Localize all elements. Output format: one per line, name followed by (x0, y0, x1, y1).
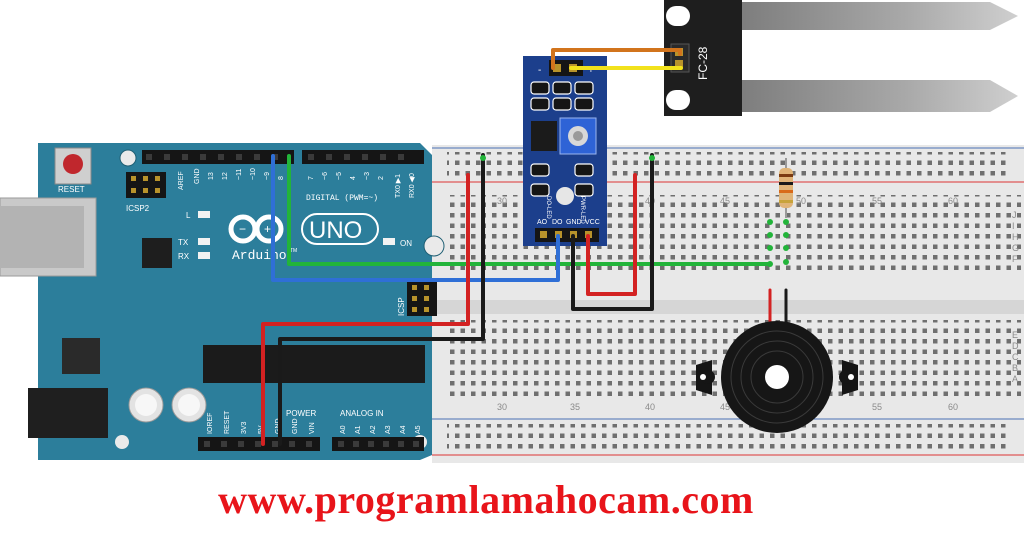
analog-in-label: ANALOG IN (340, 409, 384, 418)
reset-label: RESET (58, 185, 85, 194)
col-number: 30 (497, 402, 507, 412)
pin-label: ~3 (364, 172, 371, 180)
atmega-chip (203, 345, 425, 383)
comparator-chip (531, 121, 557, 151)
pwr-led (556, 187, 574, 205)
soil-moisture-probe: FC-28 (664, 0, 1018, 116)
pin-label: AREF (178, 171, 185, 190)
dc-power-jack (28, 388, 108, 438)
led-l-label: L (186, 211, 191, 220)
icsp2-label: ICSP2 (126, 204, 150, 213)
piezo-buzzer (696, 321, 858, 433)
module-pin-label: GND (566, 219, 582, 226)
row-letter: J (1012, 210, 1017, 220)
wires (261, 48, 789, 446)
wire-blue (271, 154, 560, 282)
svg-text:−: − (239, 222, 246, 236)
pin-label: 13 (208, 172, 215, 180)
svg-text:+: + (264, 222, 271, 236)
breadboard: 30 35 40 45 50 55 60 30 35 40 45 50 55 6… (432, 145, 1024, 463)
row-letter: C (1012, 352, 1019, 362)
wire-red-module-vcc (586, 173, 637, 296)
pin-label: A2 (370, 425, 377, 434)
pin-label: ~11 (236, 169, 243, 180)
pin-label: 7 (308, 176, 315, 180)
module-pin-label: VCC (585, 219, 600, 226)
arduino-brand: Arduino (232, 248, 287, 263)
pin-label: IOREF (207, 413, 214, 434)
tm-label: TM (290, 248, 297, 254)
col-number: 60 (948, 402, 958, 412)
row-letter: G (1012, 243, 1019, 253)
power-label: POWER (286, 409, 316, 418)
analog-header (332, 437, 424, 451)
col-number: 50 (796, 196, 806, 206)
uno-badge (301, 213, 379, 245)
col-number: 55 (872, 196, 882, 206)
arduino-uno-board: RESET ICSP2 AREF GND 13 12 ~11 ~10 ~9 8 (0, 143, 445, 460)
module-plus: + (588, 65, 594, 76)
row-letter: A (1012, 374, 1018, 384)
row-letter: B (1012, 363, 1018, 373)
usb-chip (142, 238, 172, 268)
module-minus: - (538, 65, 541, 76)
pin-label: 4 (350, 176, 357, 180)
pin-label: RX0 ◀0 (409, 173, 416, 198)
pin-label: ~5 (336, 172, 343, 180)
pin-label: RESET (224, 410, 231, 434)
uno-label: UNO (309, 217, 362, 244)
col-number: 55 (872, 402, 882, 412)
do-led-label: DO-LED (545, 196, 551, 219)
resistor (779, 158, 793, 218)
pin-label: VIN (309, 422, 316, 434)
col-number: 45 (720, 196, 730, 206)
pin-label: 8 (278, 176, 285, 180)
wire-green (287, 154, 772, 266)
col-number: 30 (497, 196, 507, 206)
wire-black-gnd (278, 153, 485, 446)
fc28-label: FC-28 (696, 46, 710, 80)
potentiometer[interactable] (559, 117, 597, 155)
pin-label: A5 (415, 425, 422, 434)
row-letter: F (1012, 254, 1018, 264)
pin-label: 12 (222, 172, 229, 180)
pin-label: 3V3 (241, 421, 248, 434)
pin-label: A3 (385, 425, 392, 434)
pin-label: A0 (340, 425, 347, 434)
pin-label: A1 (355, 425, 362, 434)
icsp-label: ICSP (397, 297, 406, 316)
pin-label: TX0 ▶1 (395, 174, 402, 198)
col-number: 35 (570, 402, 580, 412)
website-url[interactable]: www.programlamahocam.com (218, 477, 754, 522)
pin-label: ~9 (264, 172, 271, 180)
pin-label: ~6 (322, 172, 329, 180)
moisture-sensor-module: - + DO-LED PWR-LED AO DO GND VCC (523, 56, 607, 246)
pin-label: ~10 (250, 168, 257, 180)
module-pin-label: DO (552, 219, 563, 226)
row-letter: I (1012, 221, 1015, 231)
on-label: ON (400, 239, 412, 248)
wire-black-module-gnd (571, 153, 654, 311)
voltage-regulator (62, 338, 100, 374)
pin-label: GND (194, 168, 201, 184)
led-tx-label: TX (178, 238, 189, 247)
col-number: 40 (645, 402, 655, 412)
col-number: 45 (720, 402, 730, 412)
pin-label: 2 (378, 176, 385, 180)
col-number: 60 (948, 196, 958, 206)
led-rx-label: RX (178, 252, 190, 261)
pin-label: A4 (400, 425, 407, 434)
wire-orange (551, 48, 682, 70)
arduino-logo: − + (228, 214, 284, 244)
row-letter: H (1012, 232, 1019, 242)
module-pin-label: AO (537, 219, 548, 226)
pwr-led-label: PWR-LED (579, 196, 585, 224)
row-letter: E (1012, 330, 1018, 340)
row-letter: D (1012, 341, 1019, 351)
digital-label: DIGITAL (PWM=~) (306, 194, 378, 203)
wire-red-5v (261, 173, 470, 446)
pin-label: GND (292, 418, 299, 434)
